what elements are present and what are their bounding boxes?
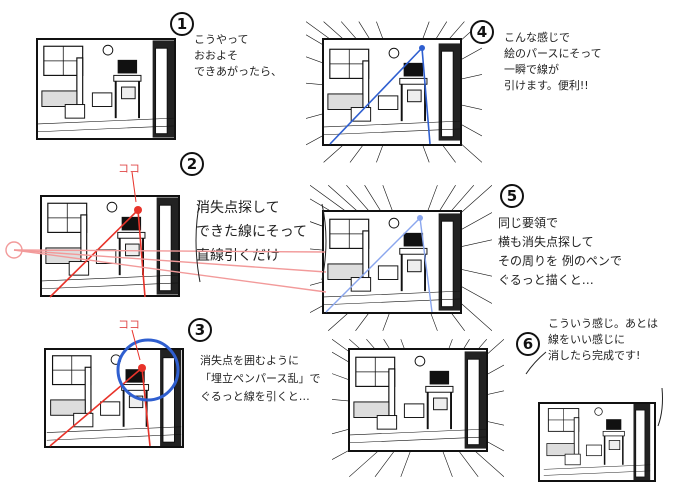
step-number-6: 6	[516, 332, 540, 356]
koko-label-2: ココ	[118, 318, 140, 331]
step-note-3: 消失点を囲むように 「埋立ペンパース乱」で ぐるっと線を引くと…	[200, 354, 321, 403]
panel-step-2	[40, 195, 180, 297]
step-number-3: 3	[188, 318, 212, 342]
step-note-4: こんな感じで 絵のパースにそって 一瞬で線が 引けます。便利!!	[504, 31, 602, 92]
panel-step-5	[322, 210, 462, 314]
note-arrow-6	[657, 387, 663, 427]
room-illustration	[542, 404, 652, 480]
step-note-5: 同じ要領で 横も消失点探して その周りを 例のペンで ぐるっと描くと…	[498, 216, 622, 287]
room-illustration	[324, 42, 460, 142]
panel-step-6	[538, 402, 656, 482]
room-illustration	[38, 40, 174, 138]
room-illustration	[350, 350, 486, 450]
step-number-1: 1	[170, 12, 194, 36]
step-note-6: こういう感じ。あとは 線をいい感じに 消したら完成です!	[548, 317, 658, 362]
koko-label-1: ココ	[118, 162, 140, 175]
panel-step-3-result	[348, 348, 488, 452]
step-number-2: 2	[180, 152, 204, 176]
vanishing-point-side	[5, 241, 23, 259]
step-note-1: こうやって おおよそ できあがったら、	[194, 33, 282, 78]
room-illustration	[324, 212, 460, 312]
room-illustration	[46, 350, 182, 446]
panel-step-4	[322, 38, 462, 146]
panel-step-3	[44, 348, 184, 448]
step-note-2: 消失点探して できた線にそって 直線引くだけ	[196, 200, 308, 264]
step-number-4: 4	[470, 20, 494, 44]
room-illustration	[42, 197, 178, 295]
panel-step-1	[36, 38, 176, 140]
step-number-5: 5	[500, 184, 524, 208]
